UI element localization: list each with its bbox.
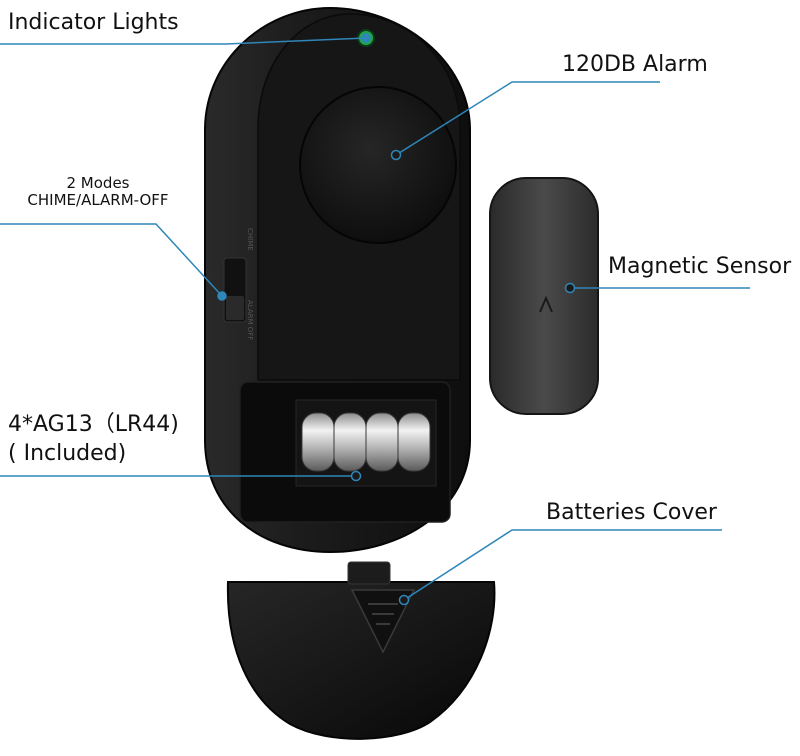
indicator-lights-label: Indicator Lights xyxy=(8,10,179,35)
battery-stack xyxy=(301,412,431,472)
triangle-down-icon xyxy=(350,589,416,654)
alarm-body: CHIME ALARM OFF xyxy=(204,6,471,554)
modes-label: 2 Modes CHIME/ALARM-OFF xyxy=(8,174,188,210)
speaker-icon xyxy=(299,86,457,244)
battery-cell xyxy=(333,412,367,472)
battery-cover-shell xyxy=(226,581,496,740)
leader-dot-alarm xyxy=(390,149,402,161)
batteries-cover-label: Batteries Cover xyxy=(546,500,717,525)
battery-cell xyxy=(397,412,431,472)
batteries-label-line2: ( Included) xyxy=(8,441,127,467)
cover-latch xyxy=(347,561,391,585)
leader-dot-indicator xyxy=(361,33,371,43)
leader-line-modes xyxy=(0,223,223,297)
leader-dot-cover xyxy=(398,594,410,606)
battery-cell xyxy=(301,412,335,472)
battery-cell xyxy=(365,412,399,472)
chevron-up-icon xyxy=(539,295,553,313)
mode-switch-knob xyxy=(226,296,244,320)
switch-bottom-text: ALARM OFF xyxy=(246,300,254,340)
leader-dot-modes xyxy=(217,291,227,301)
leader-line-indicator xyxy=(0,37,367,45)
leader-line-alarm xyxy=(395,81,660,156)
batteries-label-line1: 4*AG13（LR44) xyxy=(8,412,179,437)
battery-cover xyxy=(226,561,496,740)
modes-label-line1: 2 Modes xyxy=(66,174,130,192)
leader-lines xyxy=(0,33,750,606)
modes-label-line2: CHIME/ALARM-OFF xyxy=(27,191,169,210)
alarm-label: 120DB Alarm xyxy=(562,52,708,77)
switch-top-text: CHIME xyxy=(246,228,254,251)
leader-dot-sensor xyxy=(564,282,576,294)
magnetic-sensor-body xyxy=(489,177,599,415)
batteries-label: 4*AG13（LR44) ( Included) xyxy=(8,412,179,467)
leader-dot-batteries xyxy=(350,470,362,482)
magnetic-sensor-label: Magnetic Sensor xyxy=(608,254,792,279)
magnetic-sensor xyxy=(489,177,599,415)
leader-line-cover xyxy=(403,529,722,601)
